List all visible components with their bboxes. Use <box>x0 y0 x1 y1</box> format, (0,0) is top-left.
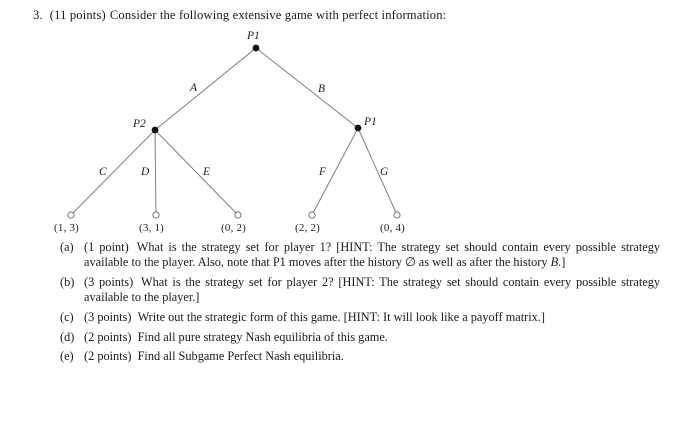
tree-edge-a <box>154 47 257 131</box>
tree-edge-g <box>357 127 398 216</box>
subquestion-points: (1 point) <box>84 240 134 254</box>
problem-number: 3. <box>33 8 43 22</box>
terminal-node-t5 <box>393 211 401 219</box>
problem-text: Consider the following extensive game wi… <box>109 8 447 22</box>
subquestion-d: (d) (2 points) Find all pure strategy Nas… <box>60 330 660 345</box>
subquestion-e: (e) (2 points) Find all Subgame Perfect N… <box>60 349 660 364</box>
terminal-node-t4 <box>308 211 316 219</box>
tree-edge-c <box>70 129 156 216</box>
subquestion-marker: (a) <box>60 240 74 254</box>
subquestion-text: What is the strategy set for player 1? [… <box>84 240 661 270</box>
terminal-node-t2 <box>152 211 160 219</box>
node-player-label: P1 <box>364 116 377 128</box>
node-player-label: P2 <box>133 118 146 130</box>
decision-node-right <box>354 124 362 132</box>
terminal-node-t3 <box>234 211 242 219</box>
subquestion-list: (a) (1 point) What is the strategy set fo… <box>60 240 660 369</box>
problem-statement: 3. (11 points)Consider the following exte… <box>33 8 446 23</box>
subquestion-marker: (d) <box>60 329 75 344</box>
subquestion-text: Write out the strategic form of this gam… <box>137 309 545 324</box>
edge-label-d: D <box>141 166 150 178</box>
payoff-label-5: (0, 4) <box>380 222 406 234</box>
edge-label-f: F <box>319 166 327 178</box>
subquestion-points: (2 points) <box>84 349 135 364</box>
subquestion-text: Find all Subgame Perfect Nash equilibria… <box>137 349 344 364</box>
decision-node-root <box>252 44 260 52</box>
subquestion-body: (2 points) Find all pure strategy Nash e… <box>84 330 660 345</box>
subquestion-points: (2 points) <box>84 329 135 344</box>
subquestion-points: (3 points) <box>84 309 135 324</box>
tree-edge-e <box>154 129 239 216</box>
edge-label-e: E <box>203 166 211 178</box>
subquestion-marker: (b) <box>60 274 75 289</box>
payoff-label-1: (1, 3) <box>54 222 80 234</box>
subquestion-body: (2 points) Find all Subgame Perfect Nash… <box>84 349 660 364</box>
subquestion-text: What is the strategy set for player 2? [… <box>84 274 660 305</box>
subquestion-body: (1 point) What is the strategy set for p… <box>84 240 660 270</box>
tree-edge-d <box>154 129 157 216</box>
subquestion-b: (b) (3 points) What is the strategy set f… <box>60 275 660 305</box>
edge-label-g: G <box>380 166 389 178</box>
edge-label-b: B <box>318 83 326 95</box>
edge-label-c: C <box>99 166 107 178</box>
payoff-label-4: (2, 2) <box>295 222 321 234</box>
history-b-italic: B <box>550 255 559 270</box>
subquestion-body: (3 points) Write out the strategic form … <box>84 310 660 325</box>
decision-node-left <box>151 126 159 134</box>
subquestion-marker: (e) <box>60 349 74 364</box>
subquestion-text: Find all pure strategy Nash equilibria o… <box>137 329 388 344</box>
payoff-label-3: (0, 2) <box>221 222 247 234</box>
problem-points: (11 points) <box>49 8 106 22</box>
game-tree-svg <box>67 44 401 219</box>
terminal-node-t1 <box>67 211 75 219</box>
tree-edge-f <box>311 127 359 216</box>
payoff-label-2: (3, 1) <box>139 222 165 234</box>
subquestion-c: (c) (3 points) Write out the strategic fo… <box>60 310 660 325</box>
edge-label-a: A <box>190 82 198 94</box>
subquestion-points: (3 points) <box>84 274 138 289</box>
tree-edge-b <box>255 47 359 129</box>
subquestion-a: (a) (1 point) What is the strategy set fo… <box>60 240 660 270</box>
subquestion-body: (3 points) What is the strategy set for … <box>84 275 660 305</box>
subquestion-marker: (c) <box>60 309 74 324</box>
node-player-label: P1 <box>247 30 260 42</box>
